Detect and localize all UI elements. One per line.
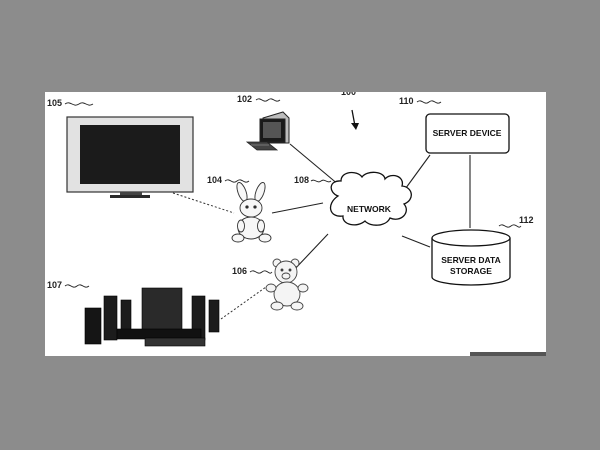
- dotted-tv-bunny: [172, 192, 235, 214]
- ref-106: 106: [232, 266, 247, 276]
- ref-108-leader: [310, 179, 332, 183]
- ref-105-leader: [64, 102, 94, 106]
- computer-icon: [245, 111, 290, 151]
- scan-artifact: [470, 352, 546, 356]
- ref-107-leader: [64, 284, 90, 288]
- ref-112-leader: [498, 224, 522, 228]
- ref-107: 107: [47, 280, 62, 290]
- dotted-speaker-bear: [220, 286, 267, 320]
- system-arrow: [351, 109, 359, 130]
- ref-102-leader: [255, 98, 281, 102]
- bear-toy-icon: [265, 258, 309, 311]
- speaker-system-icon: [84, 287, 220, 347]
- server-device-label: SERVER DEVICE: [433, 128, 502, 138]
- ref-108: 108: [294, 175, 309, 185]
- server-device-box: [425, 113, 510, 154]
- patent-figure: 100 105 102 104: [45, 92, 546, 356]
- ref-112: 112: [519, 215, 534, 225]
- line-computer-network: [289, 143, 340, 186]
- database-cylinder-icon: [431, 229, 511, 286]
- ref-110-leader: [416, 100, 442, 104]
- ref-110: 110: [399, 96, 414, 106]
- ref-105: 105: [47, 98, 62, 108]
- dotted-connections: [172, 192, 267, 320]
- line-bunny-network: [271, 202, 324, 214]
- ref-100: 100: [341, 92, 356, 97]
- figure-canvas: 100 105 102 104: [47, 92, 546, 356]
- storage-label-line2: STORAGE: [450, 266, 492, 276]
- bunny-toy-icon: [231, 182, 272, 243]
- television-icon: [66, 116, 194, 198]
- network-cloud-icon: [329, 171, 412, 226]
- line-network-storage: [401, 235, 431, 248]
- network-label: NETWORK: [347, 204, 392, 214]
- ref-104: 104: [207, 175, 222, 185]
- storage-label-line1: SERVER DATA: [441, 255, 501, 265]
- ref-102: 102: [237, 94, 252, 104]
- line-network-server: [402, 154, 431, 193]
- ref-106-leader: [249, 270, 273, 274]
- ref-104-leader: [224, 179, 250, 183]
